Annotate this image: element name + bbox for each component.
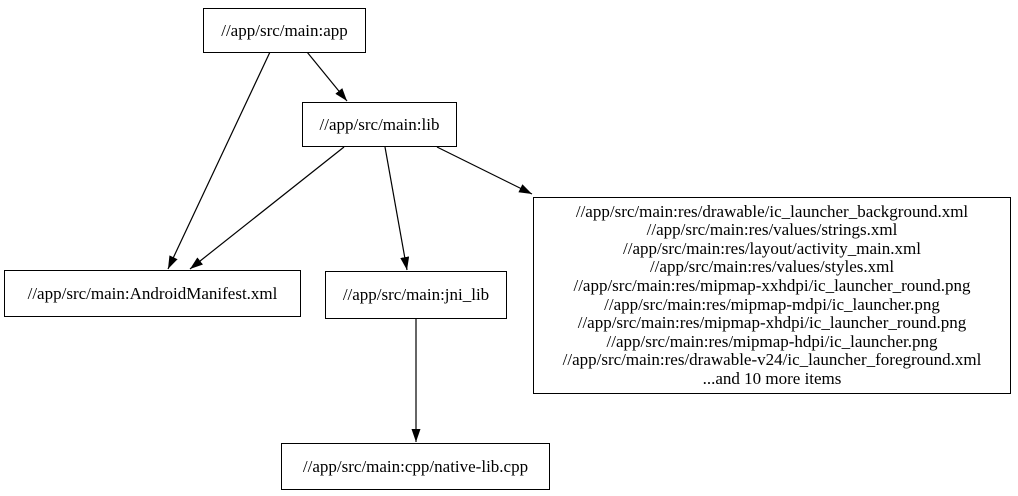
edge-lib-to-jni-lib — [384, 146, 410, 271]
node-app-label: //app/src/main:app — [221, 20, 348, 40]
res-group-line: //app/src/main:res/mipmap-hdpi/ic_launch… — [606, 331, 938, 351]
edge-app-to-manifest — [167, 51, 271, 270]
res-group-line: //app/src/main:res/values/strings.xml — [646, 220, 898, 240]
res-group-line: //app/src/main:res/layout/activity_main.… — [623, 238, 921, 258]
res-group-line: //app/src/main:res/drawable-v24/ic_launc… — [562, 350, 982, 370]
node-jni-lib-label: //app/src/main:jni_lib — [342, 285, 490, 304]
res-group-line: //app/src/main:res/values/styles.xml — [649, 257, 895, 277]
node-android-manifest: //app/src/main:AndroidManifest.xml — [4, 270, 301, 317]
node-android-manifest-label: //app/src/main:AndroidManifest.xml — [27, 283, 278, 303]
res-group-more-items: ...and 10 more items — [702, 368, 842, 388]
node-native-lib-cpp-label: //app/src/main:cpp/native-lib.cpp — [302, 456, 529, 476]
node-app: //app/src/main:app — [203, 8, 366, 53]
edge-lib-to-manifest — [189, 146, 345, 270]
res-group-line: //app/src/main:res/mipmap-mdpi/ic_launch… — [604, 294, 940, 314]
res-group-line: //app/src/main:res/mipmap-xxhdpi/ic_laun… — [573, 275, 971, 295]
res-group-line: //app/src/main:res/mipmap-xhdpi/ic_launc… — [577, 313, 967, 333]
node-native-lib-cpp: //app/src/main:cpp/native-lib.cpp — [281, 443, 550, 490]
edge-app-to-lib — [306, 51, 348, 102]
res-group-line: //app/src/main:res/drawable/ic_launcher_… — [575, 201, 969, 221]
node-res-group: //app/src/main:res/drawable/ic_launcher_… — [533, 197, 1011, 394]
node-jni-lib: //app/src/main:jni_lib — [325, 271, 507, 319]
node-lib: //app/src/main:lib — [302, 102, 457, 147]
edge-lib-to-res-group — [436, 146, 533, 195]
node-lib-label: //app/src/main:lib — [319, 114, 440, 134]
